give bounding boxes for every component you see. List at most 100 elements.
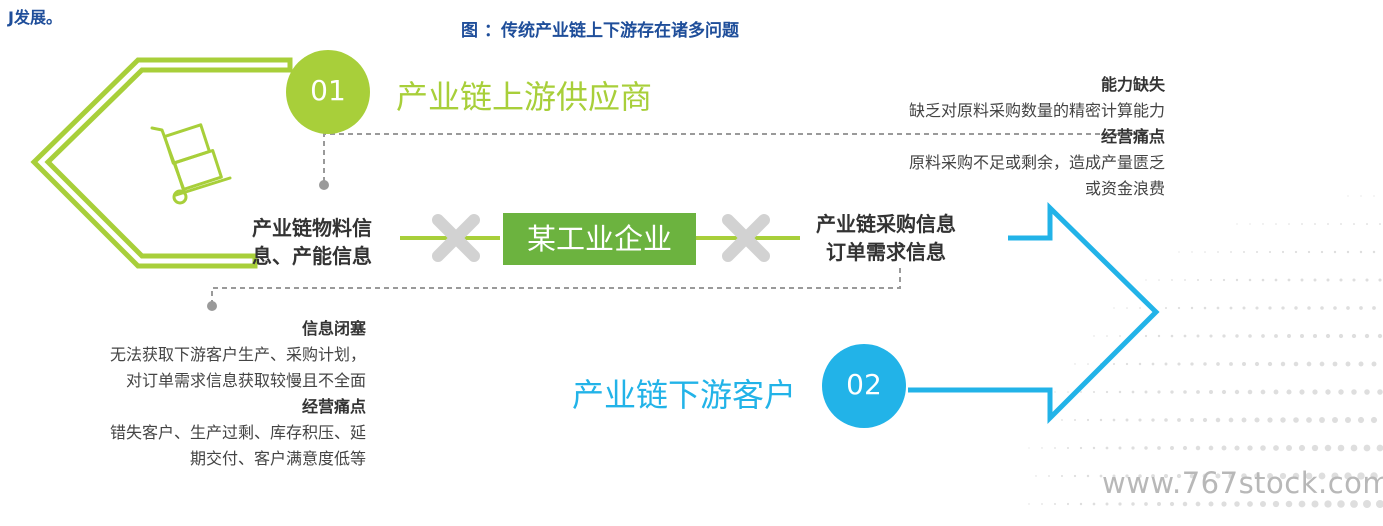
decorative-dot [1169, 501, 1175, 507]
decorative-dot [1327, 223, 1329, 225]
figure-title: 图 ：传统产业链上下游存在诸多问题 [461, 21, 739, 41]
decorative-dot [1319, 361, 1325, 367]
decorative-dot [1112, 418, 1116, 422]
downstream-issue-heading: 经营痛点 [301, 397, 366, 416]
node-01-circle [286, 50, 370, 134]
decorative-dot [1125, 362, 1129, 366]
decorative-dot [1262, 223, 1264, 225]
decorative-dot [1375, 499, 1383, 509]
node-02-circle [822, 344, 906, 428]
decorative-dot [1364, 389, 1370, 395]
cross-mark-icon [432, 214, 480, 262]
upstream-issue-text: 原料采购不足或剩余，造成产量匮乏 [908, 153, 1165, 172]
decorative-dot [1299, 389, 1305, 395]
decorative-dot [1151, 362, 1155, 366]
decorative-dot [1248, 334, 1252, 338]
decorative-dot [1145, 279, 1147, 281]
decorative-dot [1340, 223, 1342, 225]
decorative-dot [1337, 444, 1345, 452]
decorative-dot [1307, 306, 1311, 310]
decorative-dot [1234, 445, 1240, 451]
decorative-dot [1131, 446, 1135, 450]
decorative-dot [1138, 418, 1142, 422]
decorative-dot [1196, 390, 1200, 394]
decorative-dot [1357, 416, 1365, 424]
decorative-dot [1243, 251, 1245, 253]
decorative-dot [1195, 501, 1201, 507]
decorative-dot [1138, 362, 1142, 366]
decorative-dot [1126, 307, 1128, 309]
decorative-dot [1178, 251, 1180, 253]
decorative-dot [1118, 446, 1122, 450]
decorative-dot [1261, 278, 1265, 282]
decorative-dot [1204, 251, 1206, 253]
decorative-dot [1221, 501, 1227, 507]
decorative-dot [1105, 446, 1109, 450]
decorative-dot [1221, 445, 1227, 451]
decorative-dot [1196, 334, 1200, 338]
upstream-flow-label-line: 产业链物料信 [252, 216, 372, 240]
decorative-dot [1125, 418, 1129, 422]
decorative-dot [1324, 444, 1332, 452]
decorative-dot [1285, 500, 1293, 508]
decorative-dot [1131, 502, 1135, 506]
decorative-dot [1092, 502, 1096, 506]
decorative-dot [1370, 416, 1378, 424]
decorative-dot [1267, 361, 1273, 367]
decorative-dot [1215, 473, 1221, 479]
decorative-dot [1041, 447, 1043, 449]
decorative-dot [1293, 417, 1299, 423]
decorative-dot [1234, 501, 1240, 507]
upstream-dashed-connector [323, 133, 1165, 182]
decorative-dot [1086, 418, 1090, 422]
downstream-issue-heading: 信息闭塞 [301, 319, 366, 338]
decorative-dot [1209, 334, 1213, 338]
decorative-dot [1259, 500, 1267, 508]
decorative-dot [1357, 472, 1365, 480]
decorative-dot [1273, 445, 1279, 451]
decorative-dot [1066, 502, 1070, 506]
decorative-dot [1216, 306, 1220, 310]
downstream-connector-dot [207, 301, 217, 311]
decorative-dot [1105, 502, 1109, 506]
decorative-dot [1067, 447, 1069, 449]
decorative-dot [1202, 473, 1208, 479]
decorative-dot [1351, 333, 1357, 339]
decorative-dot-pattern [1028, 195, 1383, 509]
decorative-dot [1378, 278, 1382, 282]
decorative-dot [1144, 334, 1148, 338]
decorative-dot [1256, 251, 1258, 253]
decorative-dot [1363, 444, 1371, 452]
decorative-dot [1377, 333, 1383, 339]
downstream-arrow [908, 202, 1160, 425]
decorative-dot [1307, 250, 1311, 254]
decorative-dot [1074, 419, 1076, 421]
decorative-dot [1260, 389, 1266, 395]
decorative-dot [1247, 501, 1253, 507]
node-02-number: 02 [846, 368, 882, 401]
decorative-dot [1267, 417, 1273, 423]
decorative-dot [1054, 503, 1056, 505]
center-entity-box [503, 213, 696, 265]
decorative-dot [1339, 278, 1343, 282]
decorative-dot [1254, 361, 1260, 367]
decorative-dot [1131, 390, 1135, 394]
decorative-dot [1092, 390, 1096, 394]
decorative-dot [1300, 278, 1304, 282]
downstream-issue-text: 期交付、客户满意度低等 [189, 449, 366, 468]
decorative-dot [1359, 250, 1363, 254]
decorative-dot [1301, 223, 1303, 225]
decorative-dot [1268, 250, 1272, 254]
decorative-dot [1352, 278, 1356, 282]
decorative-dot [1273, 389, 1279, 395]
decorative-dot [1247, 389, 1253, 395]
decorative-dot [1312, 389, 1318, 395]
decorative-dot [1249, 223, 1251, 225]
decorative-dot [1028, 503, 1030, 505]
decorative-dot [1347, 195, 1349, 197]
decorative-dot [1189, 417, 1195, 423]
decorative-dot [1157, 334, 1161, 338]
decorative-dot [1190, 306, 1194, 310]
downstream-customer-label: 产业链下游客户 [572, 376, 797, 414]
